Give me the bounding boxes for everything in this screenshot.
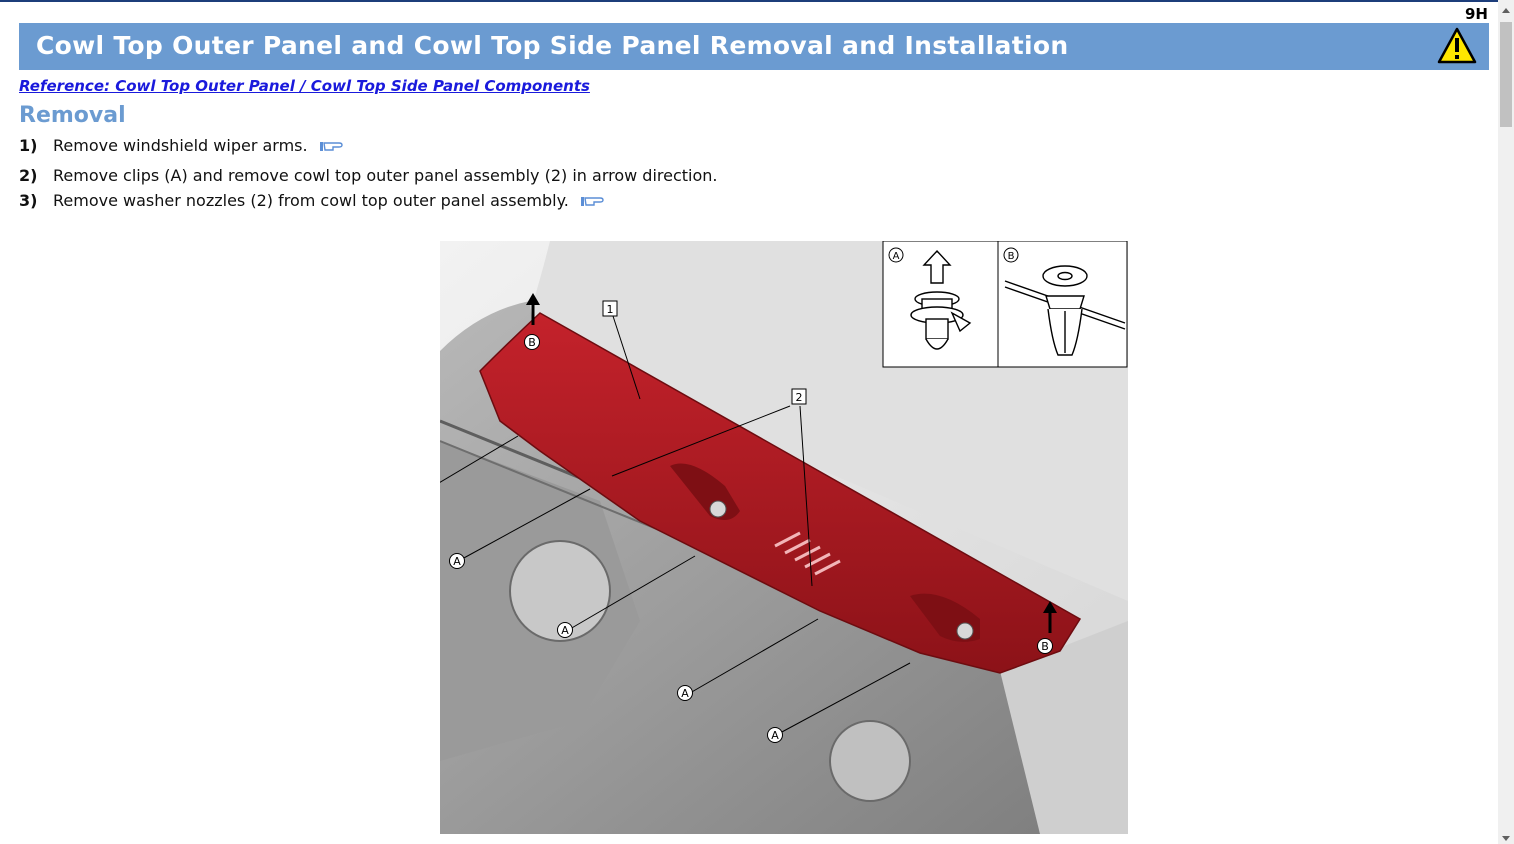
- leader-lines: [440, 312, 911, 734]
- page-code: 9H: [1465, 5, 1488, 23]
- illustration-svg: 1 2 B B A A A A A: [440, 241, 1128, 834]
- callout-a-2: A: [561, 624, 569, 637]
- removal-illustration: 1 2 B B A A A A A: [440, 241, 1128, 834]
- booster-housing: [509, 540, 611, 642]
- step-3: 3) Remove washer nozzles (2) from cowl to…: [19, 191, 604, 210]
- top-rule: [0, 0, 1498, 2]
- callout-2: 2: [796, 391, 803, 404]
- scroll-down-icon[interactable]: [1502, 836, 1510, 841]
- clip-b-drawing: [1004, 265, 1126, 356]
- inset-clip-details: A B: [882, 241, 1128, 368]
- callout-a-3: A: [681, 687, 689, 700]
- inset-label-b: B: [1008, 251, 1015, 262]
- step-text: Remove clips (A) and remove cowl top out…: [53, 166, 718, 185]
- step-2: 2) Remove clips (A) and remove cowl top o…: [19, 166, 718, 185]
- title-bar: Cowl Top Outer Panel and Cowl Top Side P…: [19, 23, 1489, 70]
- clip-a-drawing: [910, 249, 972, 350]
- cowl-top-outer-panel: [479, 312, 1082, 674]
- section-heading: Removal: [19, 103, 126, 128]
- page-title: Cowl Top Outer Panel and Cowl Top Side P…: [36, 31, 1069, 60]
- pointing-hand-icon[interactable]: [580, 195, 604, 207]
- vertical-scrollbar[interactable]: [1498, 0, 1514, 844]
- step-number: 1): [19, 136, 38, 155]
- callout-b-left: B: [528, 336, 536, 349]
- removal-arrow-right: [1043, 601, 1057, 633]
- callout-labels: 1 2 B B A A A A: [449, 300, 1053, 743]
- washer-nozzle-left: [709, 500, 727, 518]
- removal-arrow-left: [526, 293, 540, 325]
- pointing-hand-icon[interactable]: [319, 140, 343, 152]
- step-text: Remove windshield wiper arms.: [53, 136, 308, 155]
- washer-nozzle-right: [956, 622, 974, 640]
- scroll-up-icon[interactable]: [1502, 8, 1510, 13]
- step-number: 3): [19, 191, 38, 210]
- inset-label-a: A: [893, 251, 900, 262]
- step-text: Remove washer nozzles (2) from cowl top …: [53, 191, 569, 210]
- callout-b-right: B: [1041, 640, 1049, 653]
- warning-triangle-icon: [1437, 27, 1477, 64]
- fender: [1000, 621, 1128, 834]
- reference-link[interactable]: Reference: Cowl Top Outer Panel / Cowl T…: [19, 77, 590, 95]
- strut-tower: [829, 720, 911, 802]
- callout-a-4: A: [771, 729, 779, 742]
- scrollbar-thumb[interactable]: [1500, 22, 1512, 127]
- panel-vents: [774, 531, 841, 576]
- step-1: 1) Remove windshield wiper arms.: [19, 136, 343, 155]
- callout-1: 1: [607, 303, 614, 316]
- step-number: 2): [19, 166, 38, 185]
- callout-a-1: A: [453, 555, 461, 568]
